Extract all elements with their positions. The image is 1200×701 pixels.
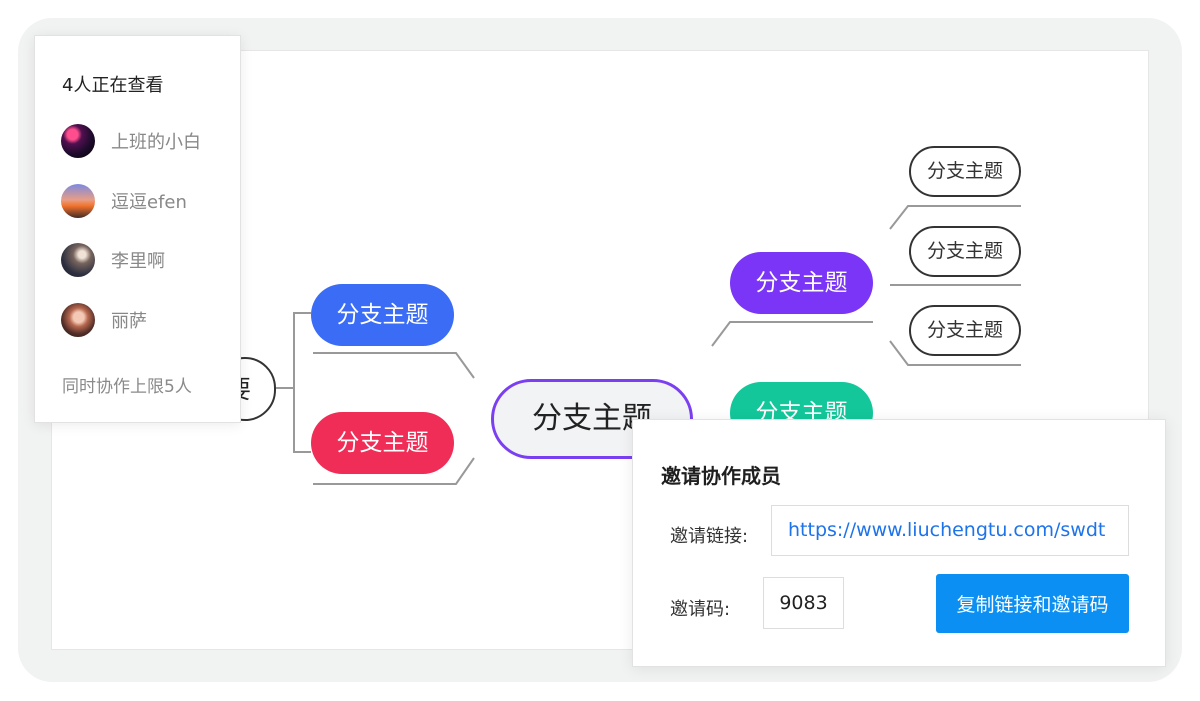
outline-topic-label: 分支主题 bbox=[926, 160, 1003, 182]
outline-topic-node[interactable]: 分支主题 bbox=[909, 305, 1021, 356]
viewer-name: 李里啊 bbox=[111, 251, 165, 272]
viewers-panel: 4人正在查看 上班的小白 逗逗efen 李里啊 丽萨 同时协作上限5人 bbox=[34, 35, 241, 423]
viewer-name: 上班的小白 bbox=[111, 132, 201, 153]
purple-branch-label: 分支主题 bbox=[755, 269, 848, 296]
outline-topic-label: 分支主题 bbox=[926, 240, 1003, 262]
outline-topic-node[interactable]: 分支主题 bbox=[909, 226, 1021, 277]
viewer-list-item[interactable]: 丽萨 bbox=[61, 302, 147, 338]
invite-code-field[interactable]: 9083 bbox=[763, 577, 844, 629]
invite-link-label: 邀请链接: bbox=[670, 526, 749, 547]
avatar bbox=[61, 124, 95, 158]
copy-link-and-code-button[interactable]: 复制链接和邀请码 bbox=[936, 574, 1129, 633]
viewer-name: 丽萨 bbox=[111, 311, 147, 332]
purple-branch-node[interactable]: 分支主题 bbox=[730, 252, 873, 314]
red-branch-node[interactable]: 分支主题 bbox=[311, 412, 454, 474]
viewer-list-item[interactable]: 逗逗efen bbox=[61, 183, 187, 219]
viewer-list-item[interactable]: 上班的小白 bbox=[61, 123, 201, 159]
blue-branch-label: 分支主题 bbox=[336, 301, 429, 328]
invite-code-label: 邀请码: bbox=[670, 599, 731, 620]
invite-collaborators-panel: 邀请协作成员 邀请链接: https://www.liuchengtu.com/… bbox=[632, 419, 1166, 667]
outline-topic-label: 分支主题 bbox=[926, 319, 1003, 341]
invite-panel-title: 邀请协作成员 bbox=[661, 464, 781, 488]
invite-link-field[interactable]: https://www.liuchengtu.com/swdt bbox=[771, 505, 1129, 556]
viewer-name: 逗逗efen bbox=[111, 192, 187, 213]
viewers-title: 4人正在查看 bbox=[62, 75, 164, 96]
viewer-list-item[interactable]: 李里啊 bbox=[61, 242, 165, 278]
avatar bbox=[61, 184, 95, 218]
red-branch-label: 分支主题 bbox=[336, 429, 429, 456]
avatar bbox=[61, 303, 95, 337]
outline-topic-node[interactable]: 分支主题 bbox=[909, 146, 1021, 197]
collaboration-limit-text: 同时协作上限5人 bbox=[62, 377, 192, 397]
blue-branch-node[interactable]: 分支主题 bbox=[311, 284, 454, 346]
avatar bbox=[61, 243, 95, 277]
green-branch-label: 分支主题 bbox=[755, 399, 848, 426]
